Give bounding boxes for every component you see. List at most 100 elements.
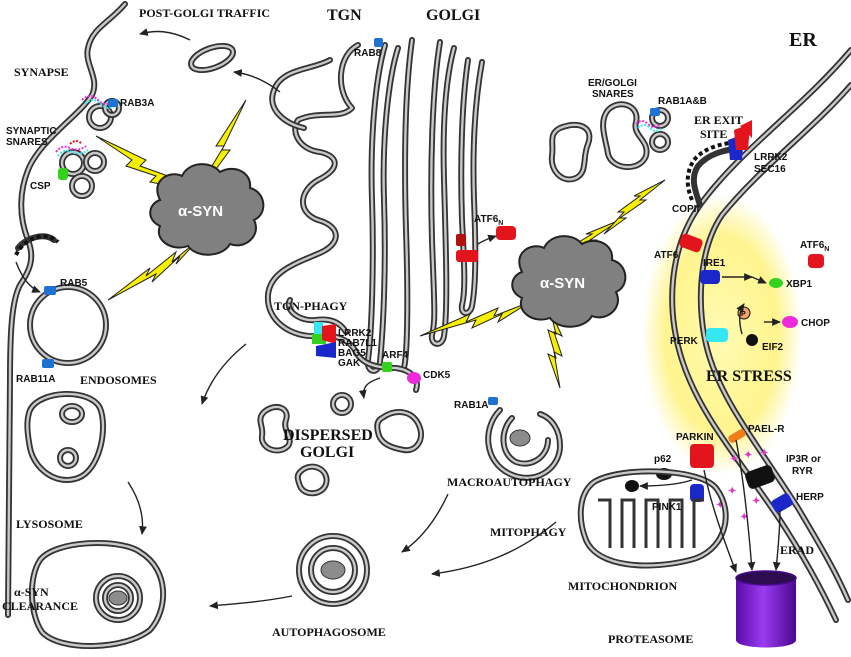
- proteasome-cylinder: [735, 570, 797, 648]
- lysosome-label: LYSOSOME: [16, 517, 83, 531]
- lrrk2-er-label: LRRK2: [754, 152, 788, 163]
- xbp1-marker: [769, 278, 783, 288]
- tgn-label: TGN: [327, 7, 362, 24]
- alpha-syn-label-left: α-SYN: [178, 203, 223, 220]
- ire1-label: IRE1: [703, 258, 726, 269]
- mitophagy-label: MITOPHAGY: [490, 525, 567, 539]
- svg-text:✦: ✦: [728, 486, 736, 497]
- synapse-membrane: [5, 1, 128, 618]
- parkin-marker: [690, 444, 714, 468]
- golgi-label: GOLGI: [426, 7, 480, 24]
- ip3r-marker: [745, 465, 775, 489]
- arf4-label: ARF4: [382, 350, 409, 361]
- mitochondrion: [577, 468, 729, 569]
- rab1a-label: RAB1A: [454, 400, 488, 411]
- rab11a-marker: [42, 359, 54, 368]
- svg-text:✦: ✦: [716, 500, 724, 511]
- atf6-marker: [679, 233, 703, 253]
- asyn-clearance-label-1: α-SYN: [14, 585, 49, 599]
- autophagosome: [296, 533, 370, 607]
- alpha-syn-cloud-left: α-SYN: [149, 163, 265, 256]
- rab7l1-label: RAB7L1: [338, 338, 377, 349]
- golgi-stack: [264, 37, 485, 393]
- rab8-label: RAB8: [354, 48, 382, 59]
- cdk5-label: CDK5: [423, 370, 451, 381]
- multivesicular-body: [24, 391, 106, 483]
- csp-marker: [58, 168, 68, 180]
- eif2-label: EIF2: [762, 342, 784, 353]
- chop-marker: [782, 316, 798, 328]
- synaptic-snares-label-2: SNARES: [6, 137, 48, 148]
- sec16-label: SEC16: [754, 164, 786, 175]
- proteasome-label: PROTEASOME: [608, 632, 693, 646]
- svg-text:✦: ✦: [740, 512, 748, 523]
- post-golgi-vesicles: [188, 42, 236, 74]
- p62-label: p62: [654, 454, 672, 465]
- atf6n-golgi-label: ATF6N: [474, 214, 503, 227]
- ire1-marker: [700, 270, 720, 284]
- er-membrane: [669, 47, 851, 623]
- copii-label: COPII: [672, 204, 699, 215]
- rab5-label: RAB5: [60, 278, 88, 289]
- dispersed-golgi-label-2: GOLGI: [300, 444, 354, 461]
- erad-label: ERAD: [780, 543, 814, 557]
- er-golgi-snares-label-2: SNARES: [592, 89, 634, 100]
- er-label: ER: [789, 29, 817, 51]
- post-golgi-label: POST-GOLGI TRAFFIC: [139, 6, 270, 20]
- rab1a-marker: [488, 397, 498, 405]
- phospho-label: P: [741, 311, 746, 318]
- parkin-label: PARKIN: [676, 432, 714, 443]
- synaptic-snares-label-1: SYNAPTIC: [6, 126, 57, 137]
- eif2-marker: [746, 334, 758, 346]
- rab1ab-marker: [650, 108, 660, 116]
- alpha-syn-cloud-right: α-SYN: [511, 235, 627, 328]
- xbp1-label: XBP1: [786, 279, 813, 290]
- alpha-syn-label-right: α-SYN: [540, 275, 585, 292]
- dispersed-golgi-label-1: DISPERSED: [283, 427, 373, 444]
- calcium-sparks: ✦ ✦ ✦ ✦ ✦ ✦ ✦: [716, 448, 768, 523]
- synaptic-snares-shape: [55, 95, 118, 157]
- rab1ab-label: RAB1A&B: [658, 96, 707, 107]
- atf6n-er-marker: [808, 254, 824, 268]
- tgn-phagy-complex: [312, 322, 336, 358]
- chop-label: CHOP: [801, 318, 830, 329]
- gak-label: GAK: [338, 358, 361, 369]
- er-exit-complex: [728, 120, 752, 160]
- svg-text:✦: ✦: [752, 496, 760, 507]
- phagophore: [485, 397, 563, 481]
- svg-text:✦: ✦: [730, 454, 738, 465]
- synaptic-vesicles: [59, 98, 122, 199]
- pathway-arrows: [15, 28, 781, 610]
- er-golgi-intermediate: [548, 101, 671, 183]
- er-stress-label: ER STRESS: [706, 368, 792, 385]
- atf6-golgi-marker: [456, 226, 516, 262]
- pael-r-marker: [728, 429, 746, 443]
- er-exit-label-1: ER EXIT: [694, 113, 743, 127]
- csp-label: CSP: [30, 181, 51, 192]
- rab11a-label: RAB11A: [16, 374, 55, 385]
- synapse-label: SYNAPSE: [14, 65, 69, 79]
- endosome: [27, 284, 109, 368]
- rab8-marker: [374, 38, 383, 47]
- pael-r-label: PAEL-R: [748, 424, 785, 435]
- dispersed-golgi: [257, 392, 424, 497]
- tgn-phagy-label: TGN-PHAGY: [274, 299, 348, 313]
- herp-marker: [771, 493, 793, 513]
- svg-text:✦: ✦: [760, 448, 768, 459]
- pink1-label: PINK1: [652, 502, 682, 513]
- bag5-label: BAG5: [338, 348, 366, 359]
- rab3a-marker: [108, 99, 118, 107]
- cdk5-marker: [407, 372, 421, 384]
- rab3a-label: RAB3A: [120, 98, 154, 109]
- perk-marker: [706, 328, 728, 342]
- asyn-clearance-label-2: CLEARANCE: [2, 599, 78, 613]
- er-mito-complex: ✦ ✦ ✦ ✦ ✦ ✦ ✦: [656, 429, 793, 523]
- pink1-marker: [690, 484, 704, 502]
- endosomes-label: ENDOSOMES: [80, 373, 157, 387]
- atf6n-er-label: ATF6N: [800, 240, 829, 253]
- er-stress-receptors: [679, 233, 824, 346]
- ip3r-label-2: RYR: [792, 466, 814, 477]
- svg-text:✦: ✦: [744, 450, 752, 461]
- er-exit-label-2: SITE: [700, 127, 727, 141]
